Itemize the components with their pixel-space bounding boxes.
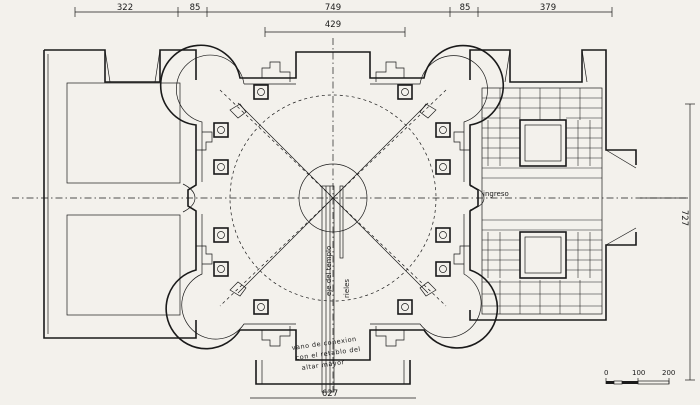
dim-429: 429 xyxy=(325,20,341,30)
stair-upper xyxy=(482,88,602,179)
column-7 xyxy=(213,261,229,277)
left-annex xyxy=(43,49,197,339)
right-dimension-line: 727 xyxy=(679,103,695,381)
chapel-walls xyxy=(159,44,505,361)
column-9 xyxy=(253,299,269,315)
dim-627: 627 xyxy=(322,389,338,399)
scale-100: 100 xyxy=(632,369,645,377)
column-squares xyxy=(213,84,451,315)
inner-dimension-line: 429 xyxy=(264,20,406,37)
column-6 xyxy=(435,227,451,243)
right-annex xyxy=(469,49,637,321)
top-dimension-line: 322 85 749 85 379 xyxy=(74,3,613,17)
dim-85-left: 85 xyxy=(190,3,201,13)
rail-track xyxy=(321,185,344,393)
column-11 xyxy=(213,159,229,175)
dim-379: 379 xyxy=(540,3,556,13)
label-rieles: rieles xyxy=(343,279,351,298)
bottom-opening xyxy=(255,360,411,385)
scale-0: 0 xyxy=(604,369,608,377)
main-axes xyxy=(12,38,688,392)
dim-749: 749 xyxy=(325,3,341,13)
column-8 xyxy=(435,261,451,277)
column-5 xyxy=(213,227,229,243)
column-1 xyxy=(253,84,269,100)
scale-bar: 0 100 200 xyxy=(604,369,675,385)
column-4 xyxy=(435,122,451,138)
pilaster-steps xyxy=(196,61,470,347)
column-3 xyxy=(213,122,229,138)
scale-200: 200 xyxy=(662,369,675,377)
column-2 xyxy=(397,84,413,100)
dim-727: 727 xyxy=(679,210,689,226)
bottom-dimension-line: 627 xyxy=(250,389,416,399)
stair-lower xyxy=(482,219,602,314)
dim-85-right: 85 xyxy=(460,3,471,13)
column-10 xyxy=(397,299,413,315)
dim-322: 322 xyxy=(117,3,133,13)
column-12 xyxy=(435,159,451,175)
label-ingreso: ingreso xyxy=(483,190,509,198)
label-eje-templo: eje del templo xyxy=(325,246,333,296)
